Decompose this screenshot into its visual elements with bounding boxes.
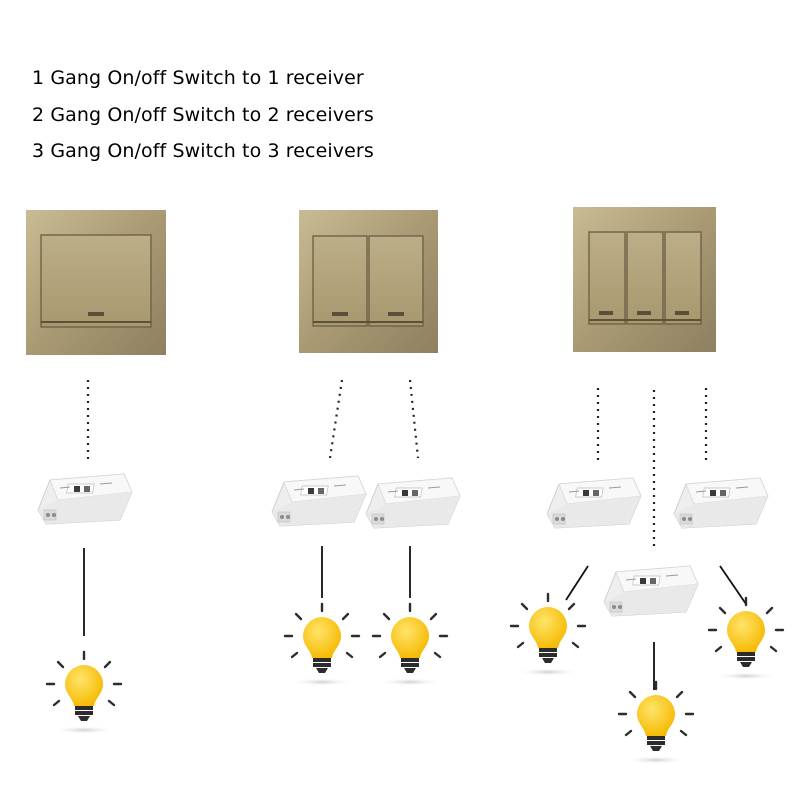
switch-panel-1-gang [26, 210, 166, 355]
receiver-module [271, 475, 367, 527]
led-indicator-icon [88, 312, 104, 316]
light-bulb-icon [509, 592, 587, 678]
caption-1-gang: 1 Gang On/off Switch to 1 receiver [32, 67, 364, 89]
caption-2-gang: 2 Gang On/off Switch to 2 receivers [32, 103, 374, 126]
caption-3-gang: 3 Gang On/off Switch to 3 receivers [32, 140, 374, 162]
wireless-links [86, 379, 708, 548]
switch-panel-2-gang [299, 210, 438, 353]
wired-connections [83, 546, 747, 690]
light-bulb-icon [617, 680, 695, 766]
caption-block: 1 Gang On/off Switch to 1 receiver 2 Gan… [32, 60, 374, 170]
led-indicator-icon [675, 311, 689, 315]
light-bulb-icon [283, 602, 361, 688]
receiver-module [603, 565, 699, 617]
led-indicator-icon [637, 311, 651, 315]
led-indicator-icon [599, 311, 613, 315]
receiver-module [365, 477, 461, 529]
receiver-module [673, 477, 769, 529]
receiver-module [37, 473, 133, 525]
led-indicator-icon [388, 312, 404, 316]
light-bulb-icon [707, 596, 785, 682]
led-indicator-icon [332, 312, 348, 316]
receiver-module [546, 477, 642, 529]
switch-panel-3-gang [573, 207, 716, 352]
light-bulb-icon [371, 602, 449, 688]
light-bulb-icon [45, 650, 123, 736]
